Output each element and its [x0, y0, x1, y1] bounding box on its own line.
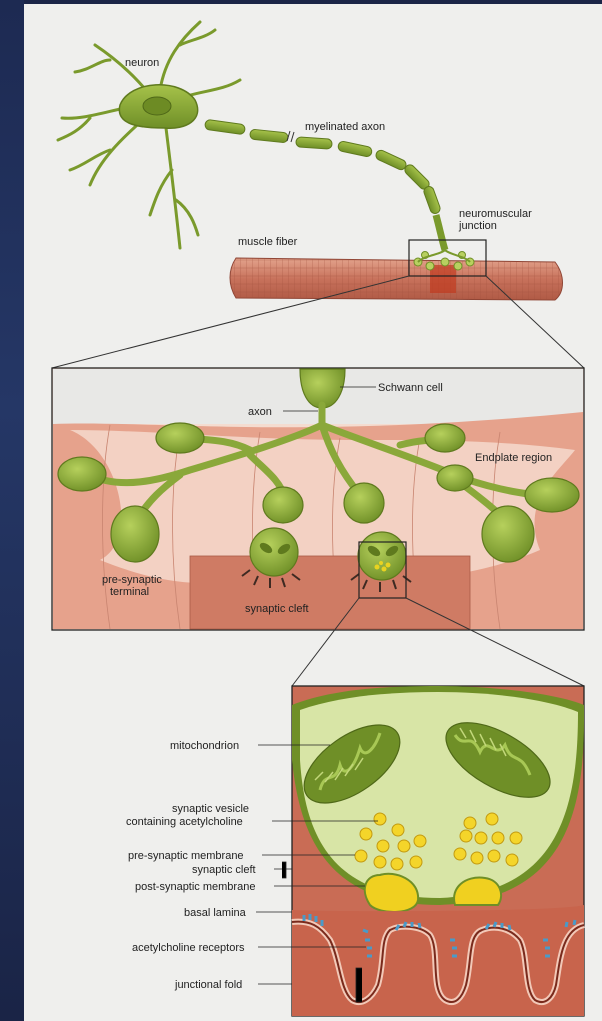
label-junctional-fold: junctional fold [174, 979, 242, 991]
label-muscle-fiber: muscle fiber [238, 236, 298, 248]
label-acetylcholine-receptors: acetylcholine receptors [132, 942, 245, 954]
muscle-fiber-top [230, 240, 563, 300]
label-neuromuscular-junction-2: junction [458, 220, 497, 232]
label-synaptic-cleft-panel: synaptic cleft [245, 603, 309, 615]
label-mitochondrion: mitochondrion [170, 740, 239, 752]
label-schwann-cell: Schwann cell [378, 382, 443, 394]
label-basal-lamina: basal lamina [184, 907, 247, 919]
label-presynaptic-terminal-2: terminal [110, 586, 149, 598]
label-postsynaptic-membrane: post-synaptic membrane [135, 881, 255, 893]
label-myelinated-axon: myelinated axon [305, 121, 385, 133]
label-synaptic-vesicle-1: synaptic vesicle [172, 803, 249, 815]
label-endplate-region: Endplate region [475, 452, 552, 464]
neuron-illustration [58, 22, 445, 250]
label-presynaptic-terminal-1: pre-synaptic [102, 574, 162, 586]
label-synaptic-cleft: synaptic cleft [192, 864, 256, 876]
label-presynaptic-membrane: pre-synaptic membrane [128, 850, 244, 862]
synapse-detail-panel [291, 686, 584, 1016]
label-neuromuscular-junction-1: neuromuscular [459, 208, 532, 220]
label-neuron: neuron [125, 57, 159, 69]
label-synaptic-vesicle-2: containing acetylcholine [126, 816, 243, 828]
label-axon: axon [248, 406, 272, 418]
